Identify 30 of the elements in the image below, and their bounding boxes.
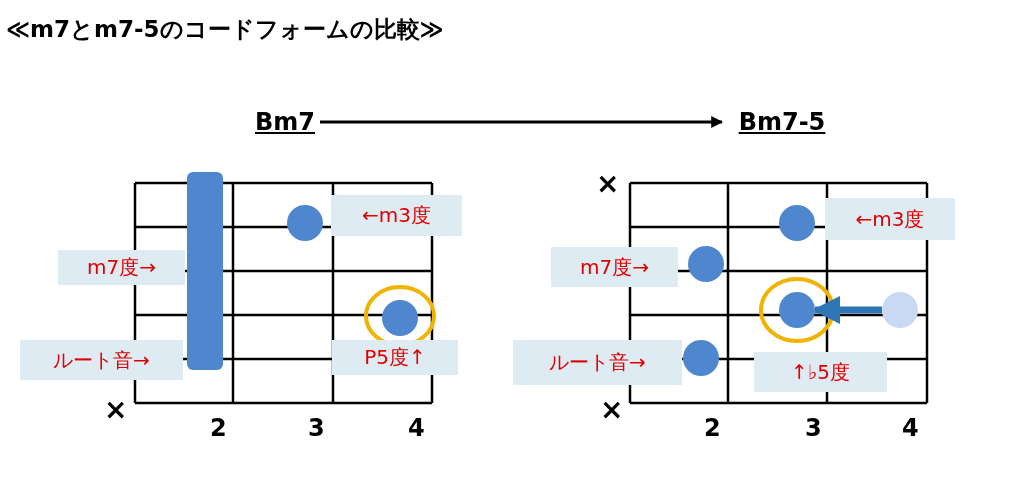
degree-label: ↑♭5度 xyxy=(754,352,887,392)
faded-finger-dot xyxy=(882,292,918,328)
finger-dot xyxy=(382,300,418,336)
fret-number: 4 xyxy=(408,414,425,442)
degree-label: ←m3度 xyxy=(331,195,462,236)
fret-number: 2 xyxy=(704,414,721,442)
arrow xyxy=(812,296,882,324)
chord-name: Bm7-5 xyxy=(722,106,842,138)
fret-number: 3 xyxy=(308,414,325,442)
finger-dot xyxy=(683,340,719,376)
fret-number: 3 xyxy=(805,414,822,442)
degree-label: P5度↑ xyxy=(332,340,458,375)
finger-dot xyxy=(779,292,815,328)
finger-dot xyxy=(779,205,815,241)
mute-mark: × xyxy=(600,396,624,424)
finger-dot xyxy=(287,205,323,241)
fret-number: 4 xyxy=(902,414,919,442)
degree-label: ルート音→ xyxy=(513,340,682,385)
finger-dot xyxy=(688,246,724,282)
degree-label: m7度→ xyxy=(551,247,678,287)
degree-label: ルート音→ xyxy=(20,340,183,380)
degree-label: m7度→ xyxy=(58,250,185,285)
page-title: ≪m7とm7-5のコードフォームの比較≫ xyxy=(6,15,444,44)
barre-bar xyxy=(187,172,223,370)
degree-label: ←m3度 xyxy=(825,198,955,240)
arrow xyxy=(320,116,724,128)
chord-name: Bm7 xyxy=(250,106,320,138)
mute-mark: × xyxy=(596,170,620,198)
fret-number: 2 xyxy=(210,414,227,442)
mute-mark: × xyxy=(104,396,128,424)
